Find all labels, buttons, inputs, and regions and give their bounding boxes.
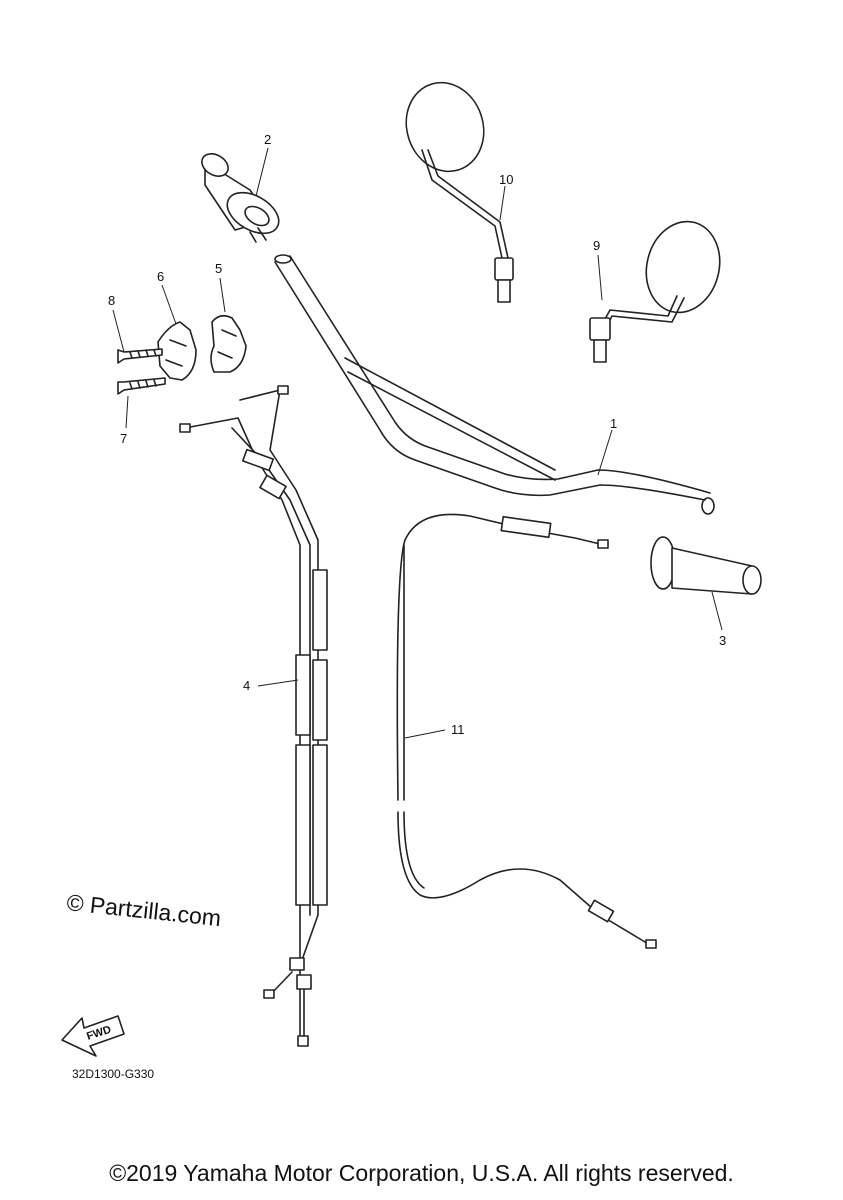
diagram-reference-code: 32D1300-G330 — [72, 1067, 154, 1081]
handlebar-part[interactable] — [274, 254, 715, 515]
partzilla-watermark: © Partzilla.com — [65, 889, 222, 931]
throttle-cable-part[interactable] — [179, 385, 328, 1047]
left-grip-part[interactable] — [650, 536, 762, 595]
mirror-right-part[interactable] — [395, 72, 514, 303]
callout-8: 8 — [108, 293, 115, 308]
throttle-grip-part[interactable] — [198, 149, 286, 243]
callout-10: 10 — [499, 172, 513, 187]
callout-1: 1 — [610, 416, 617, 431]
leader-lines — [112, 147, 723, 739]
throttle-housing-lower-part[interactable] — [210, 314, 247, 373]
forward-arrow-icon: FWD — [61, 1015, 125, 1057]
callout-5: 5 — [215, 261, 222, 276]
callout-7: 7 — [120, 431, 127, 446]
screw-8-part[interactable] — [117, 348, 163, 364]
callout-11: 11 — [451, 722, 465, 737]
throttle-housing-upper-part[interactable] — [157, 321, 197, 381]
copyright-notice: ©2019 Yamaha Motor Corporation, U.S.A. A… — [109, 1160, 734, 1186]
callout-4: 4 — [243, 678, 250, 693]
callout-2: 2 — [264, 132, 271, 147]
callout-9: 9 — [593, 238, 600, 253]
callout-3: 3 — [719, 633, 726, 648]
screw-7-part[interactable] — [117, 377, 166, 395]
callout-6: 6 — [157, 269, 164, 284]
exploded-parts-diagram: 1 2 3 4 5 6 7 8 9 10 11 © Partzilla.com … — [61, 72, 762, 1081]
clutch-cable-part[interactable] — [396, 513, 657, 949]
mirror-left-part[interactable] — [589, 214, 729, 363]
